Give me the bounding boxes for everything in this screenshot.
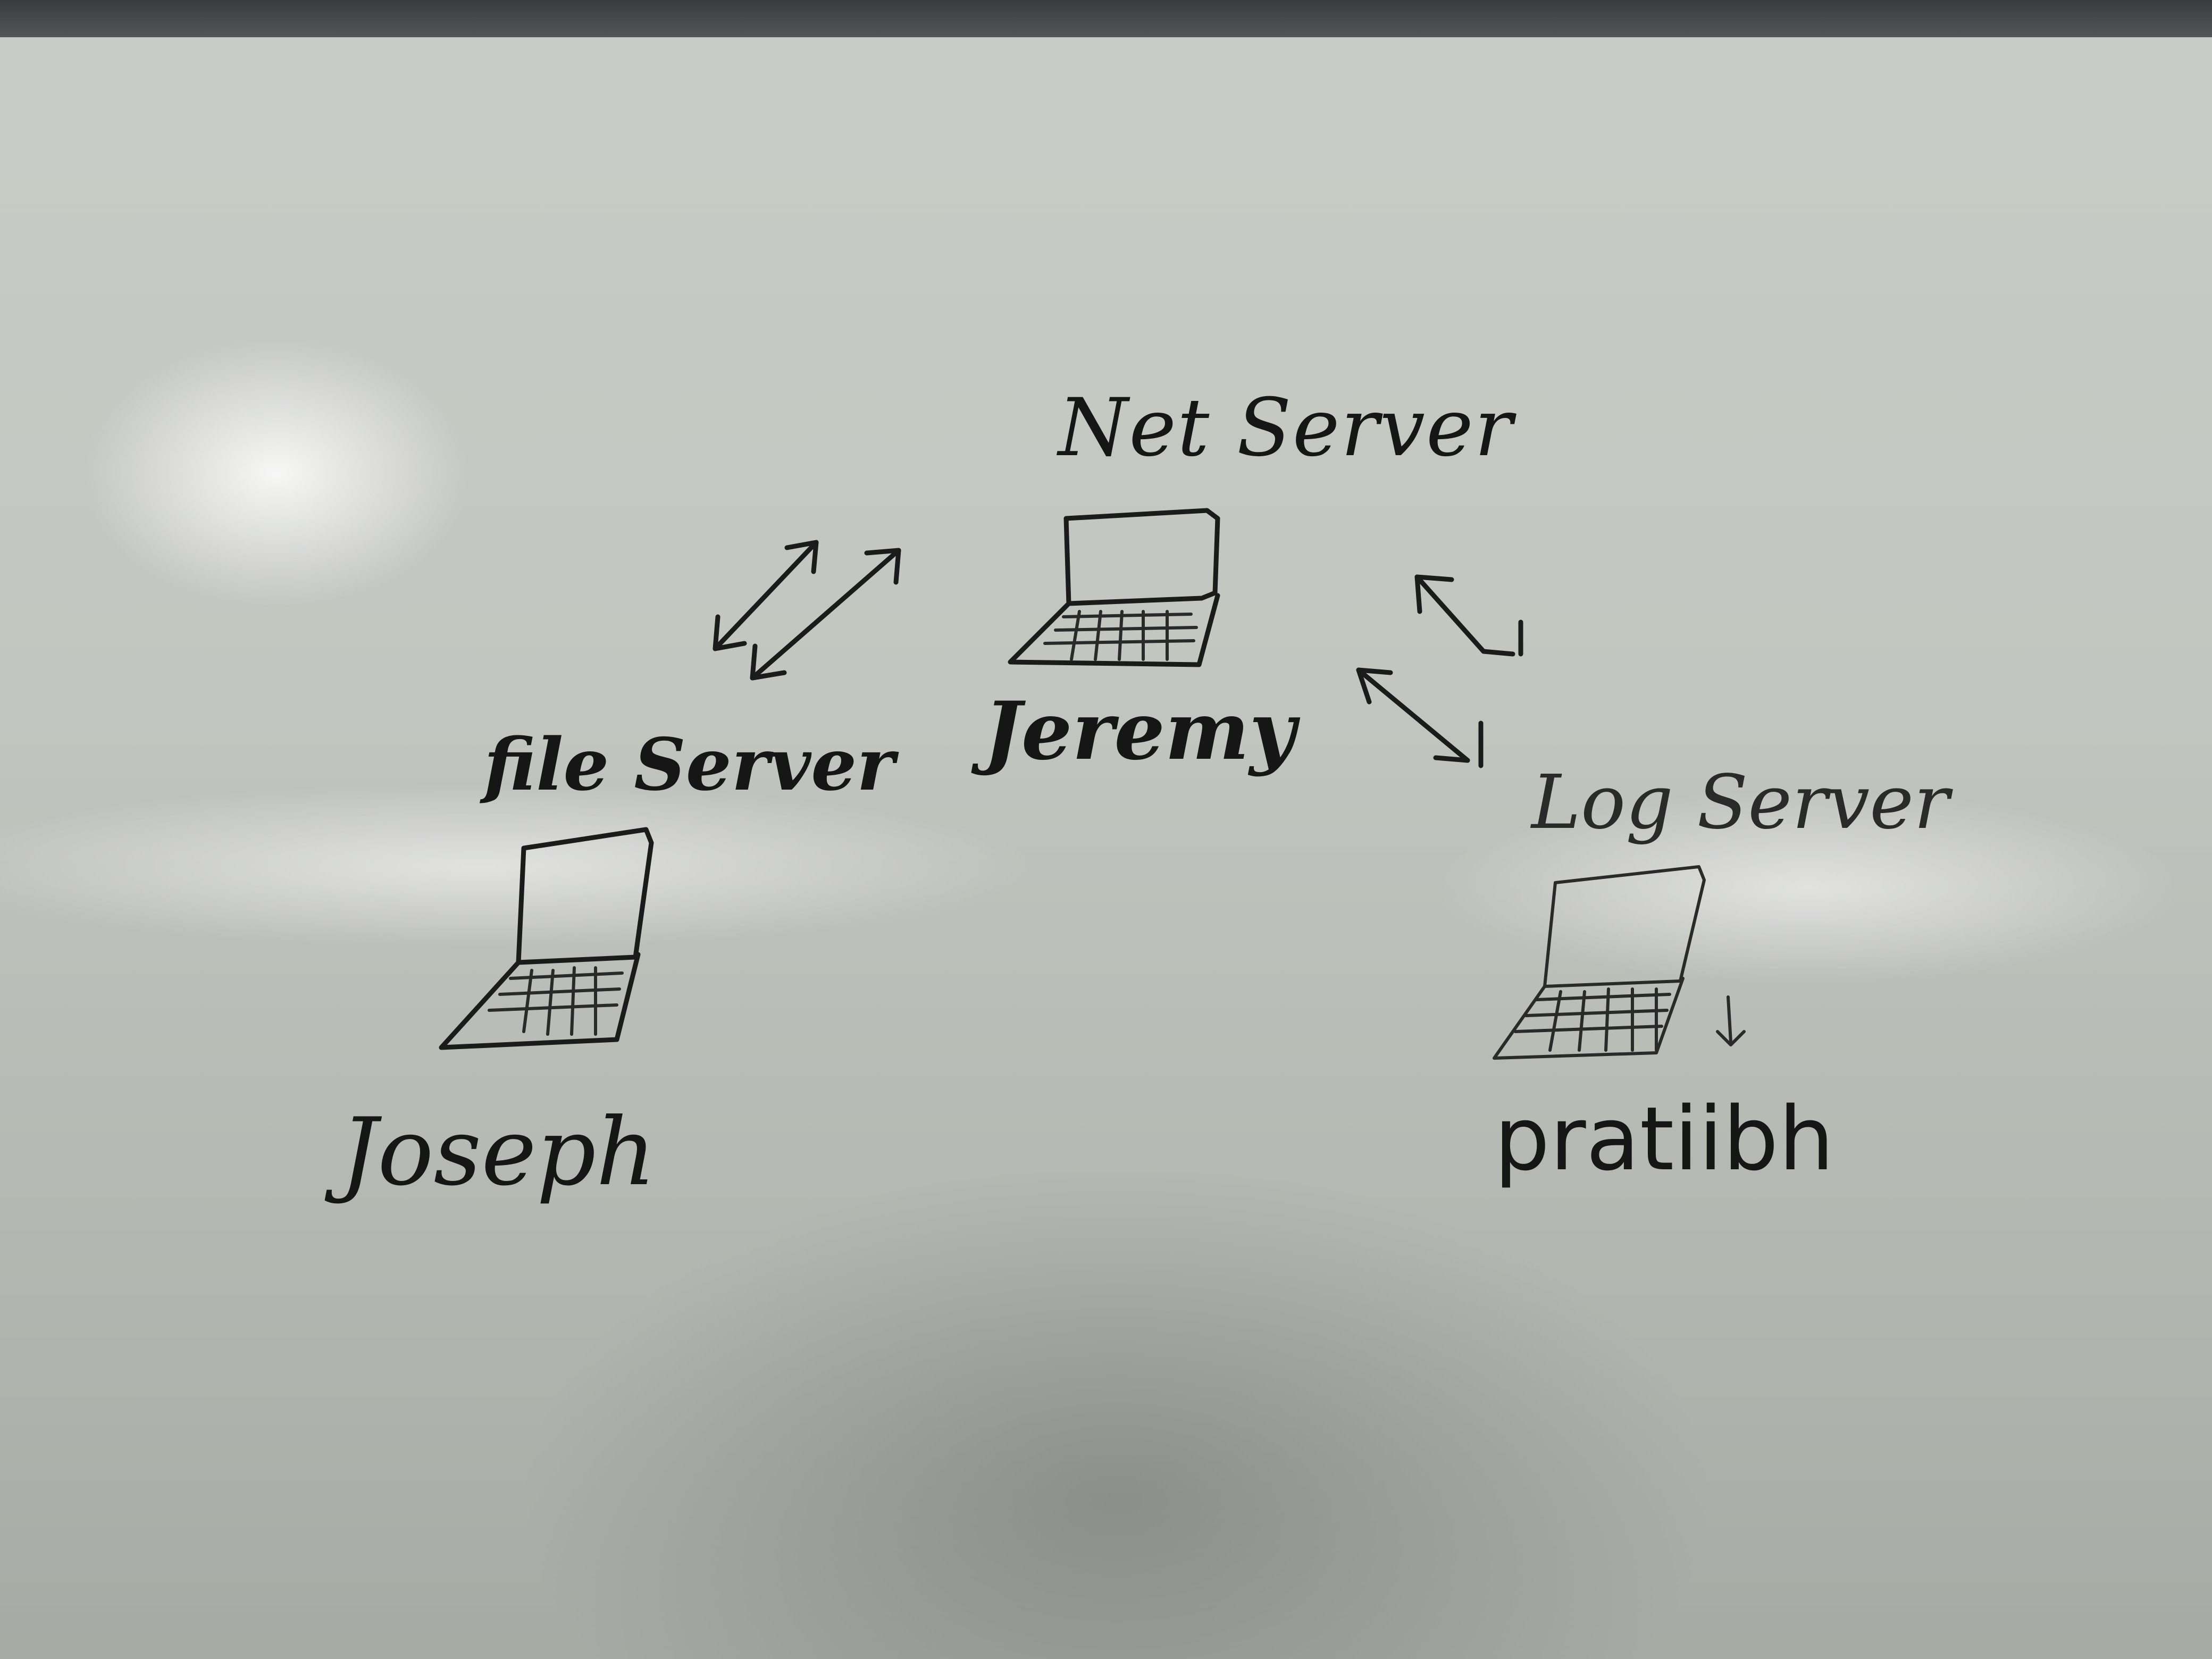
whiteboard-frame — [0, 0, 2212, 41]
net-server-laptop-icon — [1008, 508, 1220, 667]
log-server-owner-label: pratiibh — [1494, 1088, 1834, 1190]
whiteboard-surface — [0, 37, 2212, 1659]
net-log-arrows — [1356, 574, 1746, 1046]
log-server-laptop-icon — [1493, 865, 1706, 1060]
net-server-owner-label: Jeremy — [984, 684, 1296, 778]
net-server-label: Net Server — [1058, 382, 1514, 474]
file-server-owner-label: Joseph — [340, 1099, 656, 1206]
file-server-label: file Server — [484, 722, 895, 807]
file-server-laptop-icon — [439, 827, 654, 1050]
file-net-arrows — [713, 540, 901, 681]
log-server-label: Log Server — [1531, 759, 1949, 846]
